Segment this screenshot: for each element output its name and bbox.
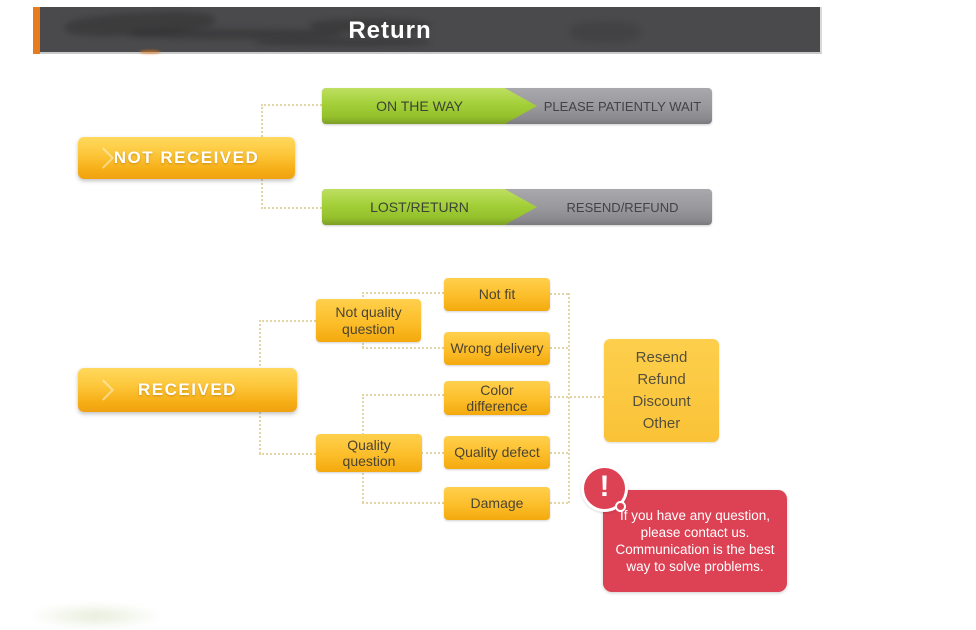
flow-stage-label: ON THE WAY [376, 98, 463, 114]
connector-line [261, 207, 322, 209]
outcome-refund: Refund [637, 370, 686, 388]
redacted-logo-smudge [140, 50, 160, 54]
flow-stage-arrow: LOST/RETURN [322, 189, 537, 225]
chevron-right-icon [92, 379, 115, 401]
branch-not-quality-question: Not quality question [316, 299, 421, 342]
connector-line [550, 347, 568, 349]
flow-stage-arrow: ON THE WAY [322, 88, 537, 124]
outcome-resend: Resend [635, 348, 688, 366]
exclamation-glyph: ! [599, 470, 610, 503]
connector-line [362, 347, 444, 349]
branch-quality-question: Quality question [316, 434, 422, 472]
connector-line [421, 452, 444, 454]
outcome-discount: Discount [632, 392, 691, 410]
reason-damage: Damage [444, 487, 550, 520]
header: Return [33, 7, 822, 54]
contact-notice: If you have any question, please contact… [603, 490, 787, 592]
stage-received-label: RECEIVED [138, 380, 237, 399]
redacted-logo-smudge [570, 22, 640, 42]
exclamation-badge-dot [615, 501, 626, 512]
redacted-logo-smudge [130, 29, 340, 39]
watermark-smudge [28, 602, 163, 630]
connector-line [568, 293, 570, 503]
connector-line [362, 502, 444, 504]
flow-stage-label: LOST/RETURN [370, 199, 469, 215]
reason-quality-defect: Quality defect [444, 436, 550, 469]
notice-line: If you have any question, [619, 508, 771, 523]
flow-outcome-label: PLEASE PATIENTLY WAIT [543, 98, 702, 114]
reason-color-difference: Color difference [444, 381, 550, 415]
header-accent-stripe [33, 7, 40, 54]
connector-line [550, 502, 568, 504]
notice-line: please contact us. [640, 525, 750, 540]
connector-line [550, 293, 568, 295]
reason-not-fit: Not fit [444, 278, 550, 311]
connector-line [550, 396, 604, 398]
stage-received: RECEIVED [78, 368, 297, 412]
notice-line: Communication is the best [615, 542, 775, 557]
connector-line [362, 394, 444, 396]
redacted-logo-smudge [310, 19, 430, 33]
notice-line: way to solve problems. [626, 559, 764, 574]
chevron-right-icon [92, 147, 115, 169]
connector-line [259, 320, 316, 322]
connector-line [259, 453, 316, 455]
outcomes-box: Resend Refund Discount Other [604, 339, 719, 442]
flow-bar-lost-return: RESEND/REFUND LOST/RETURN [322, 189, 712, 225]
reason-wrong-delivery: Wrong delivery [444, 332, 550, 365]
connector-line [550, 452, 568, 454]
flow-bar-on-the-way: PLEASE PATIENTLY WAIT ON THE WAY [322, 88, 712, 124]
page-title: Return [348, 16, 432, 44]
stage-not-received-label: NOT RECEIVED [113, 148, 260, 167]
outcome-other: Other [642, 414, 681, 432]
flow-outcome-label: RESEND/REFUND [566, 199, 679, 215]
redacted-logo-smudge [255, 38, 430, 46]
stage-not-received: NOT RECEIVED [78, 137, 295, 179]
connector-line [362, 292, 444, 294]
header-bar: Return [40, 7, 822, 54]
connector-line [261, 104, 322, 106]
